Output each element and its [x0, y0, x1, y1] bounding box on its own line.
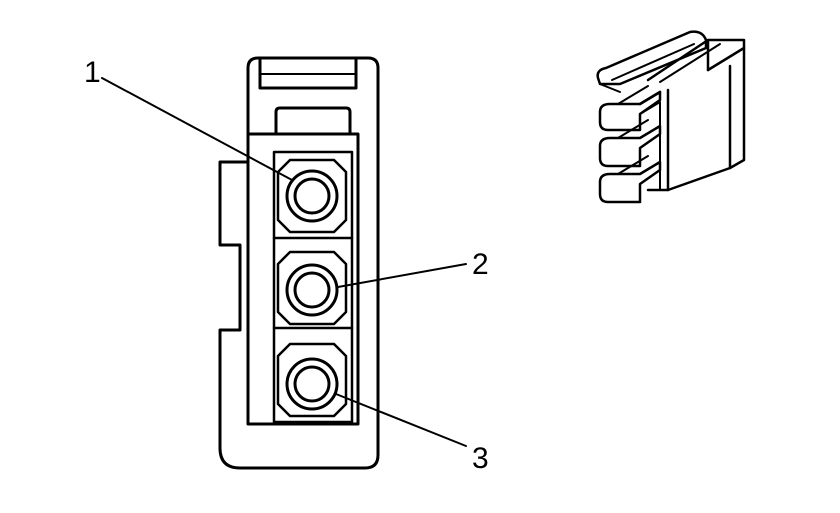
- terminal-cavity-2: [276, 250, 348, 326]
- leader-line-2: [337, 263, 467, 288]
- connector-face-view: [218, 56, 380, 470]
- callout-2-label: 2: [472, 248, 489, 281]
- terminal-cavity-3: [276, 342, 348, 418]
- cavity-frame: [246, 132, 360, 426]
- latch-tab: [274, 106, 352, 136]
- terminal-cavity-1: [276, 158, 348, 234]
- leader-line-3: [335, 393, 467, 447]
- connector-side-view: [596, 30, 746, 204]
- callout-3-label: 3: [472, 442, 489, 475]
- connector-body-outline: [218, 56, 380, 470]
- leader-line-1: [101, 77, 293, 181]
- callout-1-label: 1: [84, 56, 101, 89]
- terminal-insert: [272, 150, 354, 424]
